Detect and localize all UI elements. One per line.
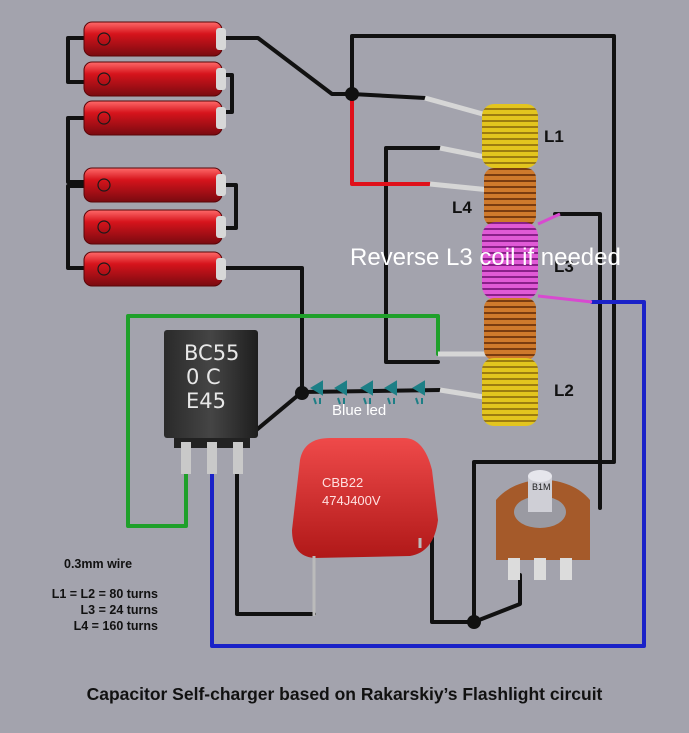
battery-1 bbox=[83, 21, 226, 57]
coil-label-l4: L4 bbox=[452, 198, 472, 217]
l3-lead-bottom bbox=[537, 294, 593, 304]
junction-top bbox=[345, 87, 359, 101]
battery-link-left-bank bbox=[66, 184, 90, 270]
coil-l2 bbox=[482, 358, 538, 426]
transistor-mark-1: BC55 bbox=[184, 341, 239, 365]
l3-lead-top bbox=[537, 212, 561, 226]
junction-ground bbox=[467, 615, 481, 629]
battery-link-left-top bbox=[66, 36, 90, 84]
pot-pin-wire bbox=[472, 573, 522, 624]
red-wire bbox=[350, 92, 432, 186]
coil-lead-l1 bbox=[424, 95, 491, 119]
led-label: Blue led bbox=[332, 402, 386, 419]
battery-3 bbox=[83, 100, 226, 136]
transistor: BC55 0 C E45 bbox=[164, 330, 258, 474]
blue-wire bbox=[210, 300, 646, 648]
cap-to-ground bbox=[418, 536, 476, 624]
coil-label-l3: L3 bbox=[554, 257, 574, 276]
coil-assembly bbox=[424, 95, 593, 426]
capacitor-mark-1: CBB22 bbox=[322, 475, 363, 490]
pot-pin-left bbox=[508, 558, 520, 580]
node-to-l1 bbox=[350, 92, 427, 100]
diagram-title: Capacitor Self-charger based on Rakarski… bbox=[86, 684, 603, 704]
wire-note: 0.3mm wire bbox=[64, 557, 133, 571]
transistor-mark-2: 0 C bbox=[186, 365, 221, 389]
reverse-coil-note: Reverse L3 coil if needed bbox=[350, 244, 621, 271]
pot-label: B1M bbox=[532, 482, 551, 492]
coil-label-l2: L2 bbox=[554, 381, 574, 400]
coil-lead-l4a bbox=[439, 145, 491, 161]
battery-link-left-lower bbox=[66, 116, 90, 184]
led-2 bbox=[334, 380, 347, 405]
transistor-emitter-wire bbox=[235, 468, 316, 616]
node-up-to-frame bbox=[350, 34, 616, 462]
battery-6 bbox=[83, 251, 226, 287]
coil-l1 bbox=[482, 104, 538, 168]
capacitor-body bbox=[292, 438, 438, 558]
battery-top-to-node bbox=[220, 36, 354, 96]
coil-copper-lower bbox=[484, 298, 536, 360]
turns-l1-l2: L1 = L2 = 80 turns bbox=[51, 587, 158, 601]
l3-to-pot bbox=[553, 212, 602, 510]
led-3 bbox=[360, 380, 373, 405]
transistor-leg-mid bbox=[207, 442, 217, 474]
turns-l3: L3 = 24 turns bbox=[80, 603, 158, 617]
led-5 bbox=[412, 380, 425, 405]
turns-l4: L4 = 160 turns bbox=[73, 619, 158, 633]
battery-2 bbox=[83, 61, 226, 97]
pot-pin-right bbox=[560, 558, 572, 580]
battery-bottom-to-base bbox=[220, 266, 304, 394]
junction-base bbox=[295, 386, 309, 400]
led-4 bbox=[384, 380, 397, 405]
blue-led-string bbox=[310, 380, 425, 405]
capacitor: CBB22 474J400V bbox=[292, 438, 438, 616]
transistor-leg-right bbox=[233, 442, 243, 474]
transistor-mark-3: E45 bbox=[186, 389, 226, 413]
transistor-body bbox=[164, 330, 258, 438]
ground-to-pot bbox=[472, 460, 616, 624]
coil-notes: 0.3mm wire L1 = L2 = 80 turns L3 = 24 tu… bbox=[40, 556, 158, 634]
l4-loop bbox=[384, 146, 442, 364]
potentiometer: B1M bbox=[496, 470, 590, 580]
coil-l3 bbox=[482, 222, 538, 300]
battery-5 bbox=[83, 209, 226, 245]
battery-link-right-bank bbox=[216, 183, 238, 230]
battery-pack bbox=[83, 21, 226, 287]
battery-4 bbox=[83, 167, 226, 203]
transistor-leg-left bbox=[181, 442, 191, 474]
pot-pin-mid bbox=[534, 558, 546, 580]
coil-lead-l4b bbox=[429, 181, 491, 193]
coil-label-l1: L1 bbox=[544, 127, 564, 146]
wires bbox=[66, 34, 646, 648]
green-wire bbox=[126, 314, 440, 528]
led-1 bbox=[310, 380, 323, 405]
coil-l4 bbox=[484, 168, 536, 226]
coil-lead-l2 bbox=[439, 387, 491, 401]
capacitor-mark-2: 474J400V bbox=[322, 493, 381, 508]
